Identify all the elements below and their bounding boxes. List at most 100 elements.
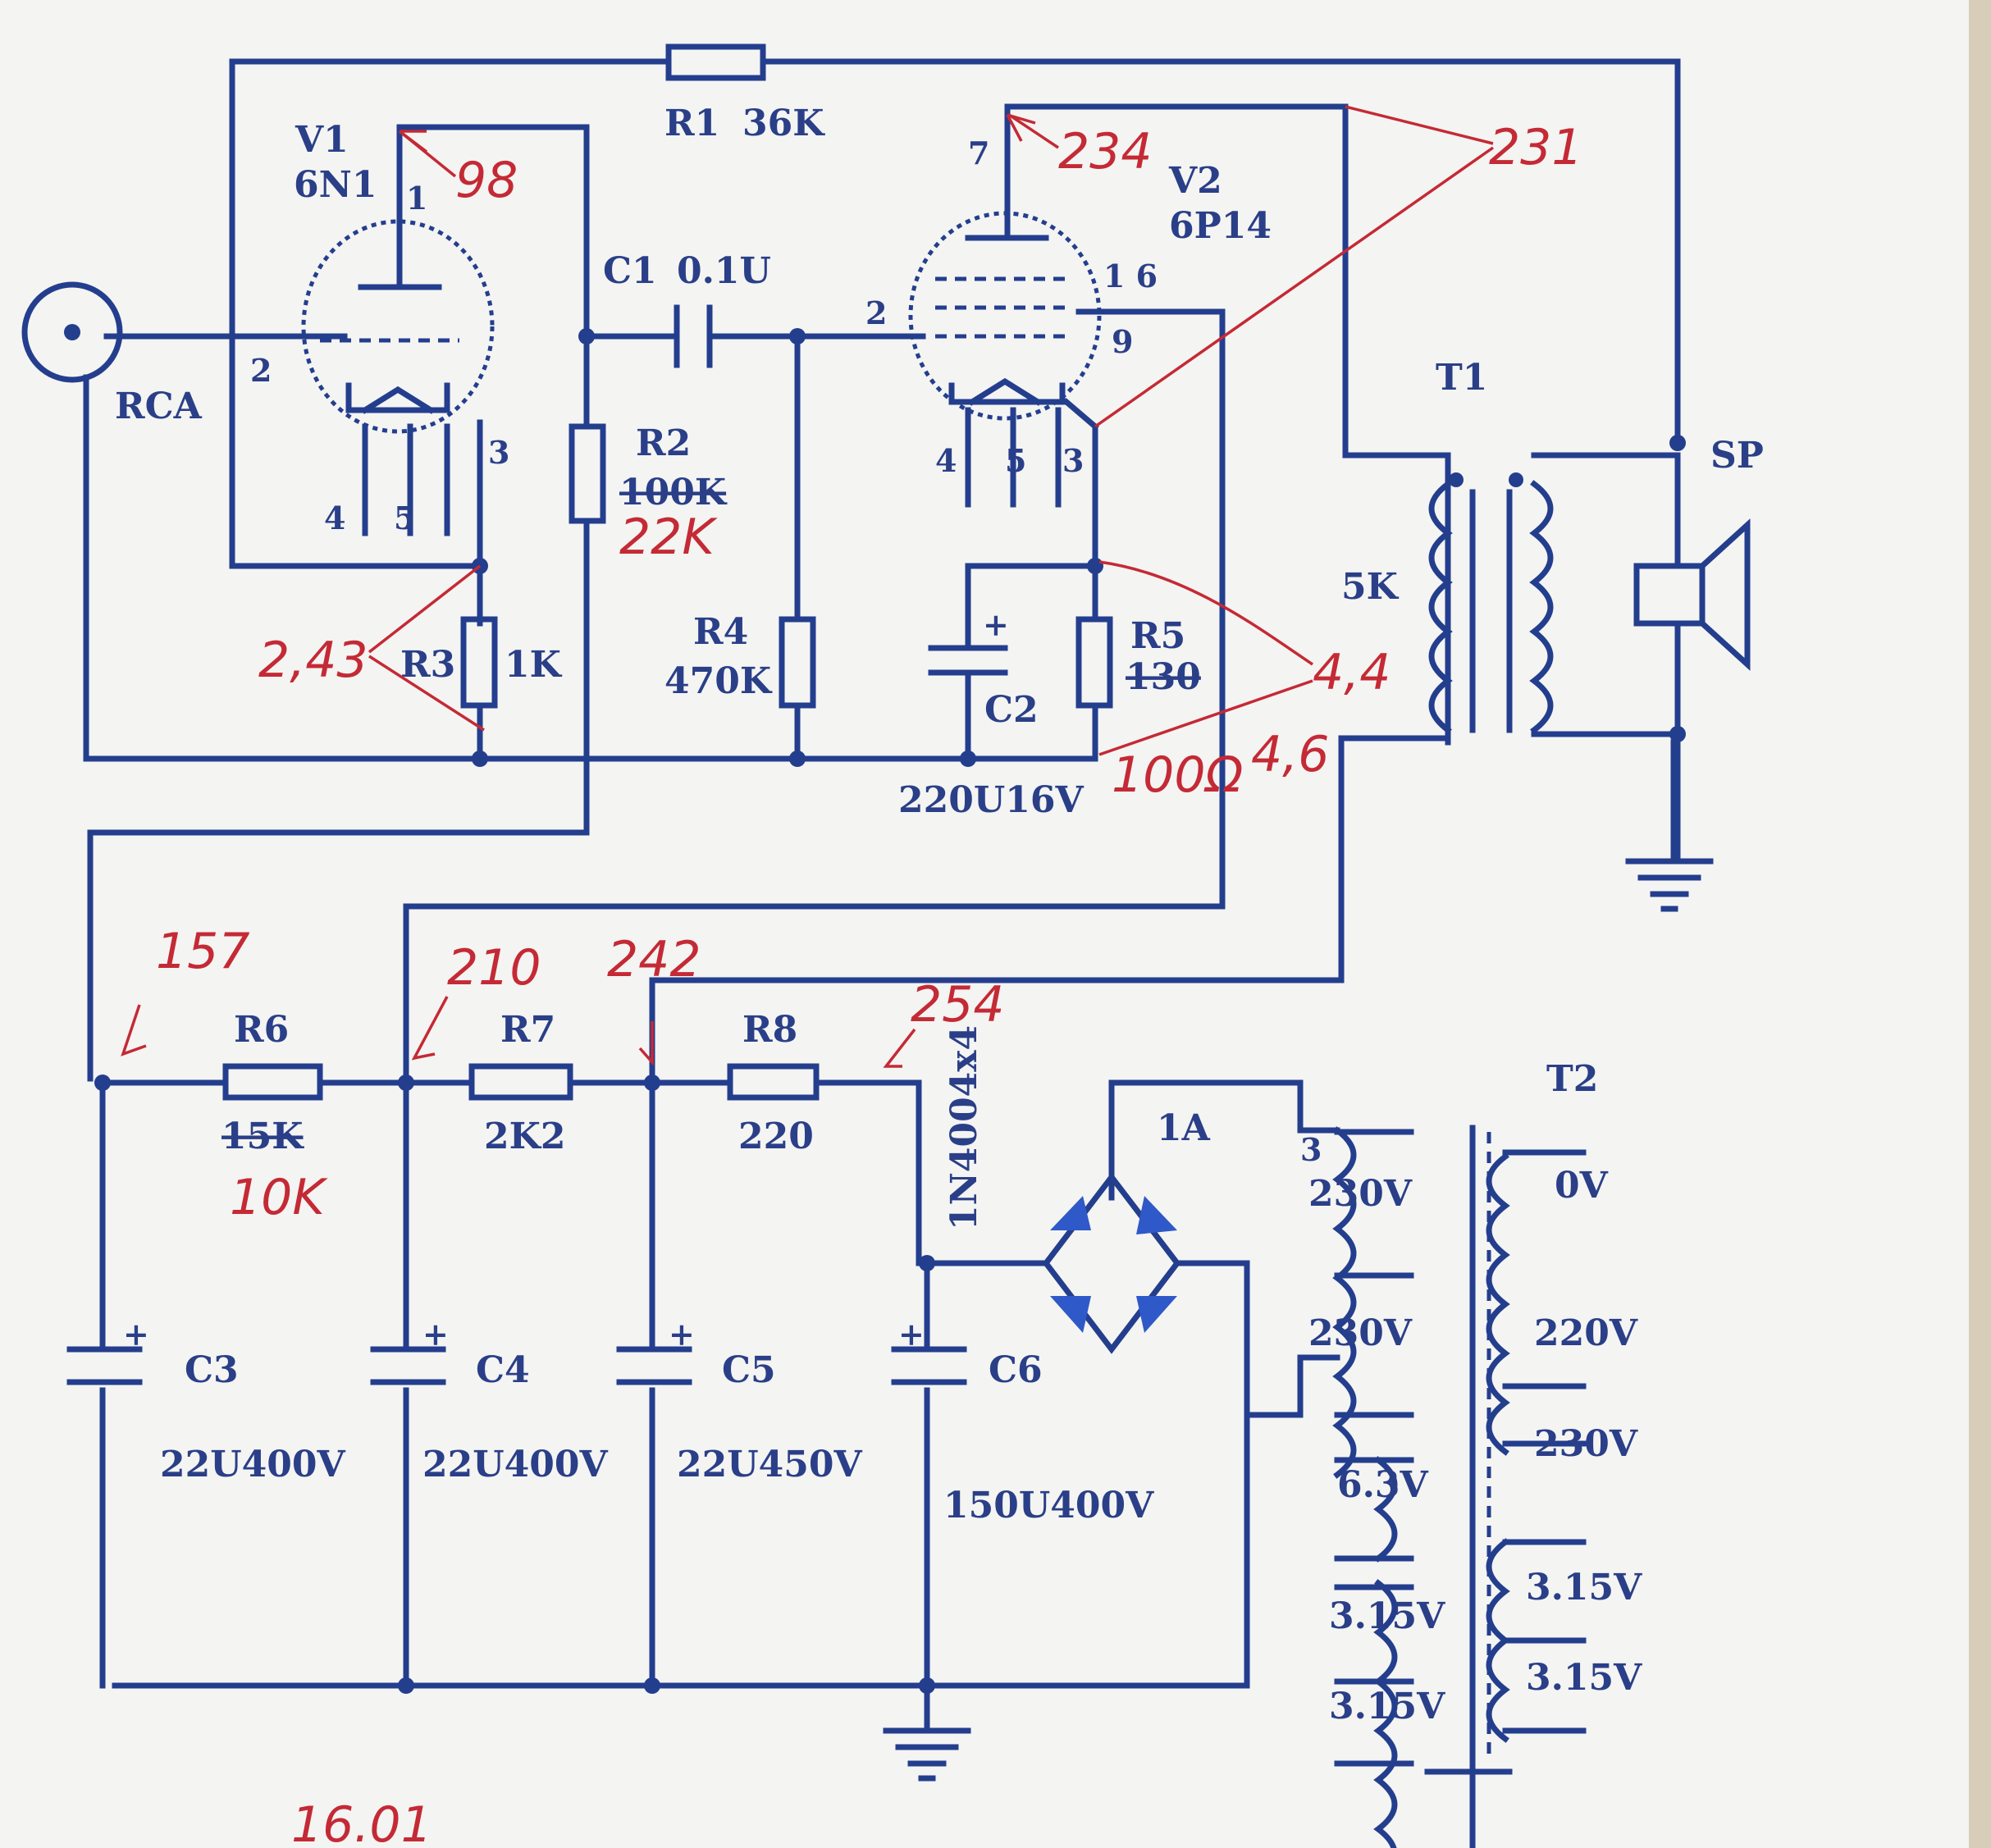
capacitor-c6: +	[891, 1316, 967, 1385]
r5-ref: R5	[1130, 615, 1185, 657]
ground-supply	[883, 1727, 971, 1782]
t2-heater-left-1: 3.15V	[1329, 1595, 1445, 1637]
r4-value: 470K	[664, 660, 773, 702]
r8-ref: R8	[742, 1009, 797, 1051]
rca-input-connector	[21, 281, 123, 383]
node-210-voltage: 210	[447, 939, 541, 997]
bottom-note: 16.01	[291, 1796, 432, 1848]
v1-tube	[301, 124, 495, 536]
t1-impedance: 5K	[1341, 566, 1400, 608]
r6-value-new: 10K	[230, 1169, 328, 1226]
v2-pin-cathode: 3	[1062, 442, 1084, 479]
c1-ref: C1	[603, 250, 657, 292]
r1-ref: R1	[664, 103, 719, 144]
svg-text:+: +	[422, 1316, 449, 1353]
r8-value: 220	[738, 1116, 814, 1157]
c4-ref: C4	[476, 1349, 530, 1391]
c2-value: 220U16V	[898, 779, 1084, 821]
svg-text:+: +	[983, 606, 1009, 643]
ground-speaker	[1625, 858, 1714, 912]
resistor-r3	[460, 616, 498, 709]
resistor-r5	[1075, 616, 1113, 709]
v2-pin-heater-a: 4	[935, 442, 957, 479]
annotation-arrows	[121, 105, 1495, 1068]
rca-label: RCA	[115, 386, 203, 427]
node-157-voltage: 157	[156, 923, 250, 980]
node-242-voltage: 242	[607, 931, 701, 988]
v2-pin-anode: 7	[968, 135, 989, 171]
t2-secondary-230v: 230V	[1534, 1423, 1638, 1465]
resistor-r4	[779, 616, 816, 709]
r6-value-old: 15K	[221, 1116, 304, 1157]
r4-ref: R4	[693, 611, 748, 653]
capacitor-c2: +	[928, 606, 1009, 676]
t2-heater-6v3: 6.3V	[1337, 1464, 1429, 1506]
c1-value: 0.1U	[677, 250, 771, 292]
r2-value-new: 22K	[619, 509, 718, 566]
v1-pin-anode: 1	[406, 180, 427, 217]
r2-ref: R2	[636, 422, 691, 464]
c6-value: 150U400V	[943, 1485, 1154, 1526]
v2-ref: V2	[1168, 160, 1222, 202]
r3-value: 1K	[505, 644, 563, 686]
c4-value: 22U400V	[422, 1444, 608, 1485]
t2-ref: T2	[1546, 1058, 1598, 1100]
v1-pin-heater-b: 5	[394, 500, 415, 536]
r6-ref: R6	[234, 1009, 289, 1051]
v1-type: 6N1	[294, 164, 377, 206]
capacitor-c1	[674, 304, 713, 368]
speaker-label: SP	[1710, 435, 1764, 477]
resistor-r1	[665, 43, 766, 81]
v2-pin-screen: 9	[1112, 323, 1133, 360]
resistor-r8	[727, 1063, 820, 1101]
c3-ref: C3	[185, 1349, 239, 1391]
resistor-r7	[468, 1063, 573, 1101]
c2-ref: C2	[984, 689, 1039, 731]
r5-value-new: 100Ω	[1112, 746, 1244, 804]
t2-heater-right-2: 3.15V	[1526, 1657, 1642, 1699]
rectifier-diodes: 1N4004x4	[943, 1025, 985, 1230]
t2-primary-2: 230V	[1308, 1312, 1413, 1354]
v2-cathode-voltage-new: 4,6	[1251, 726, 1329, 783]
r7-value: 2K2	[484, 1116, 565, 1157]
t1-ref: T1	[1436, 357, 1487, 399]
c5-ref: C5	[722, 1349, 776, 1391]
wires	[83, 58, 1681, 1734]
v2-anode-voltage: 234	[1058, 123, 1153, 180]
rectifier-fuse: 1A	[1157, 1107, 1211, 1149]
capacitor-c5: +	[616, 1316, 695, 1385]
r7-ref: R7	[500, 1009, 555, 1051]
v1-pin-grid: 2	[250, 352, 272, 389]
r2-value-old: 100K	[619, 472, 728, 513]
t2-primary-1: 230V	[1308, 1173, 1413, 1215]
speaker	[1633, 518, 1751, 671]
v2-pin-grid: 2	[865, 294, 887, 331]
c6-ref: C6	[989, 1349, 1043, 1391]
svg-text:+: +	[898, 1316, 925, 1353]
v2-tube	[908, 103, 1102, 508]
resistor-r6	[222, 1063, 323, 1101]
v2-type: 6P14	[1169, 205, 1272, 247]
c5-value: 22U450V	[677, 1444, 862, 1485]
r5-value-old: 130	[1126, 656, 1201, 698]
svg-text:+: +	[669, 1316, 695, 1353]
v1-ref: V1	[295, 119, 349, 161]
v1-cathode-voltage: 2,43	[258, 632, 368, 689]
output-transformer-t1	[1428, 472, 1554, 734]
t2-secondary-0v: 0V	[1555, 1165, 1609, 1207]
t2-primary-tap: 3	[1300, 1131, 1322, 1168]
capacitor-c4: +	[370, 1316, 449, 1385]
v1-anode-voltage: 98	[455, 152, 518, 209]
power-transformer-t2	[1332, 1125, 1587, 1848]
v2-pin-g3: 1 6	[1103, 258, 1158, 294]
resistor-r2	[569, 423, 606, 524]
svg-text:+: +	[123, 1316, 149, 1353]
t2-secondary-220v: 220V	[1534, 1312, 1638, 1354]
v2-cathode-voltage: 4,4	[1313, 644, 1391, 701]
t2-heater-left-2: 3.15V	[1329, 1686, 1445, 1727]
v2-screen-voltage: 231	[1489, 119, 1583, 176]
bridge-rectifier	[1042, 1172, 1181, 1354]
node-254-voltage: 254	[911, 976, 1005, 1034]
